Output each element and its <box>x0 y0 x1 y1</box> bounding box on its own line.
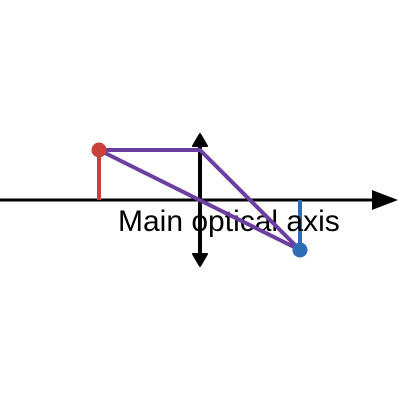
ray-parallel-through-focus <box>99 148 302 252</box>
lens-bottom-arrowhead <box>192 253 208 267</box>
ray-through-center <box>98 148 301 252</box>
object-tip-point <box>91 142 107 158</box>
main-optical-axis-label: Main optical axis <box>118 205 340 238</box>
main-optical-axis-arrowhead <box>372 190 398 210</box>
lens-top-arrowhead <box>192 133 208 147</box>
image-tip-point <box>292 242 308 258</box>
